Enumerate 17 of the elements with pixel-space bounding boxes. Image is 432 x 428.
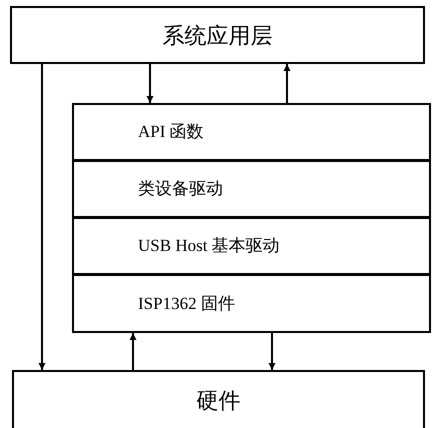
layer-label: USB Host 基本驱动 (138, 235, 280, 258)
arrow (146, 64, 154, 103)
arrow (38, 64, 46, 370)
layer-box (10, 6, 425, 64)
layer-row (72, 160, 431, 218)
layer-label: API 函数 (138, 121, 204, 144)
layer-label: 类设备驱动 (138, 178, 223, 200)
arrow (130, 333, 136, 370)
layer-row (72, 217, 431, 275)
layer-label: 系统应用层 (162, 22, 272, 50)
layer-row (72, 274, 431, 333)
layer-row (72, 103, 431, 161)
arrow (284, 64, 290, 103)
layer-box (12, 370, 425, 428)
layer-label: ISP1362 固件 (138, 292, 235, 315)
arrow (268, 333, 276, 370)
layer-label: 硬件 (196, 386, 240, 414)
